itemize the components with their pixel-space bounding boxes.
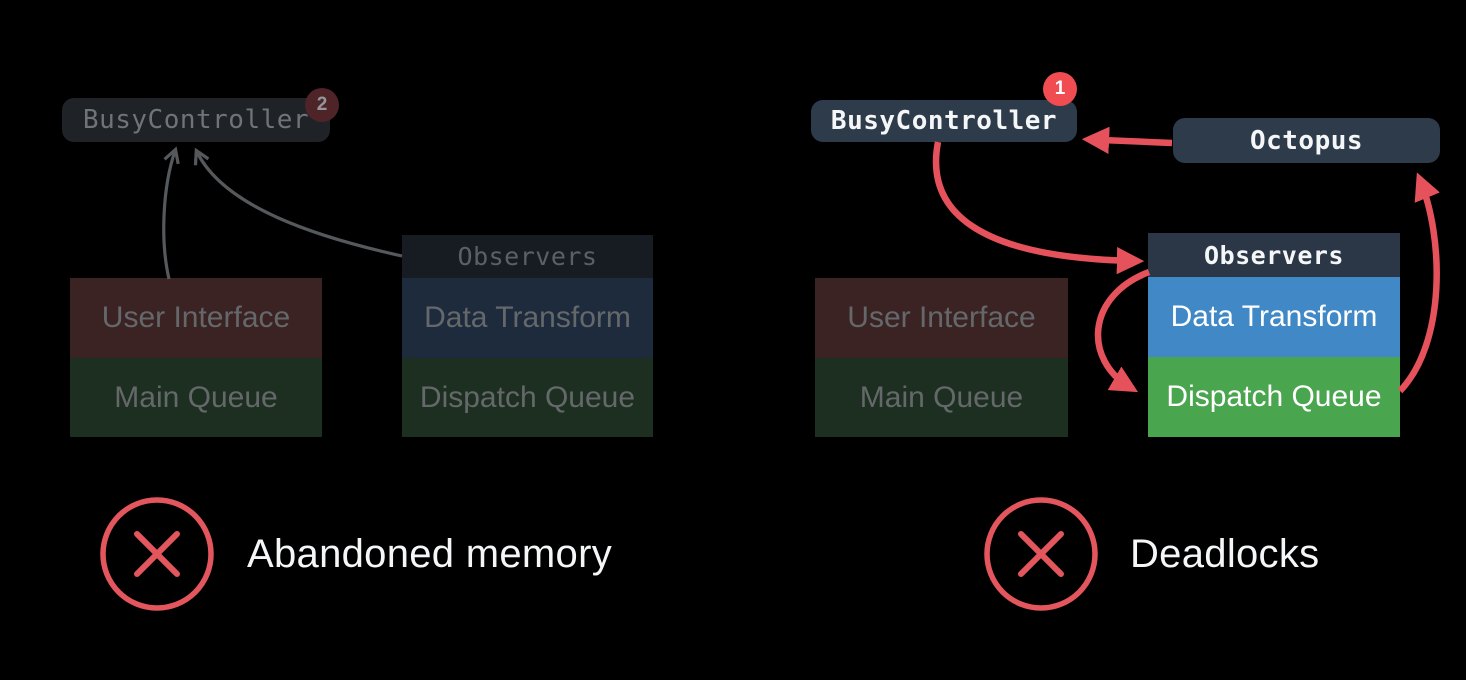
left-caption: Abandoned memory xyxy=(247,532,613,576)
right-data-transform-row: Data Transform xyxy=(1148,277,1400,357)
left-dispatch-queue-row: Dispatch Queue xyxy=(402,358,653,437)
error-cross-icon xyxy=(984,497,1098,611)
octopus-pill: Octopus xyxy=(1173,118,1440,163)
left-user-interface-label: User Interface xyxy=(101,301,291,334)
right-user-interface-label: User Interface xyxy=(847,301,1036,334)
right-user-interface-row: User Interface xyxy=(815,278,1068,358)
edge-userinterface-to-busycontroller xyxy=(162,151,175,280)
left-busycontroller-pill: BusyController xyxy=(62,98,330,142)
right-badge-count: 1 xyxy=(1054,78,1066,99)
edge-observers-to-busycontroller xyxy=(197,152,403,258)
right-main-queue-label: Main Queue xyxy=(859,380,1024,414)
right-data-transform-label: Data Transform xyxy=(1170,300,1378,333)
left-main-queue-label: Main Queue xyxy=(114,380,278,414)
left-dispatch-queue-label: Dispatch Queue xyxy=(419,380,636,414)
right-observers-label: Observers xyxy=(1204,240,1344,270)
left-main-queue-row: Main Queue xyxy=(70,358,322,437)
edge-observers-to-dispatchqueue xyxy=(1094,268,1151,393)
left-data-transform-row: Data Transform xyxy=(402,278,653,358)
right-dispatch-queue-row: Dispatch Queue xyxy=(1148,357,1400,437)
left-observers-header: Observers xyxy=(402,235,653,278)
right-dispatch-queue-label: Dispatch Queue xyxy=(1166,380,1382,413)
right-busycontroller-label: BusyController xyxy=(830,106,1058,136)
right-busycontroller-badge: 1 xyxy=(1043,72,1077,106)
right-observers-header: Observers xyxy=(1148,233,1400,277)
octopus-label: Octopus xyxy=(1249,125,1364,156)
left-user-interface-row: User Interface xyxy=(70,278,322,358)
right-caption: Deadlocks xyxy=(1130,532,1320,576)
edge-octopus-to-busycontroller xyxy=(1081,126,1173,154)
left-observers-label: Observers xyxy=(457,242,598,271)
left-busycontroller-badge: 2 xyxy=(305,88,339,122)
left-busycontroller-label: BusyController xyxy=(82,105,310,135)
right-main-queue-row: Main Queue xyxy=(815,358,1068,437)
left-data-transform-label: Data Transform xyxy=(424,301,631,334)
left-badge-count: 2 xyxy=(316,94,328,115)
edge-dispatchqueue-to-octopus xyxy=(1397,172,1440,394)
right-busycontroller-pill: BusyController xyxy=(811,100,1077,142)
edge-busycontroller-to-observers xyxy=(932,141,1145,275)
error-cross-icon xyxy=(100,497,214,611)
